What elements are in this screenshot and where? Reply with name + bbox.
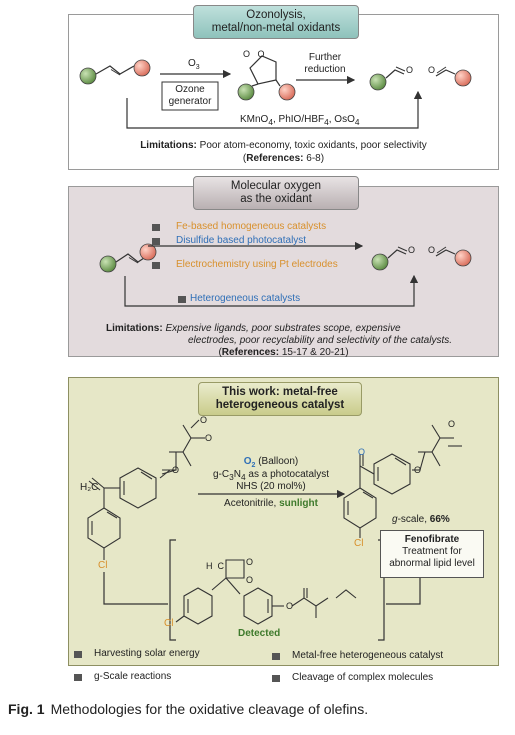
arrow-oxidants (126, 90, 423, 129)
feature-metal-free: Metal-free heterogeneous catalyst (292, 650, 444, 661)
panel-this-work (68, 377, 499, 666)
arrow-to-intermediate (103, 572, 168, 605)
product-ester-o: O (448, 419, 456, 429)
fenofibrate-box: Fenofibrate Treatment for abnormal lipid… (380, 530, 484, 578)
arrow-heterogeneous (124, 274, 419, 307)
ch2-label: H₂C (80, 482, 99, 493)
condition-o2: O2 (Balloon) (243, 456, 299, 469)
reagent-ozone: O3 (188, 58, 200, 71)
header-molecular-oxygen: Molecular oxygen as the oxidant (193, 176, 359, 210)
bullet-square (272, 675, 280, 682)
condition-catalyst: g-C3N4 as a photocatalyst (212, 469, 330, 482)
aldehyde-o-4: O (428, 245, 436, 255)
bullet-square (178, 296, 186, 303)
condition-nhs: NHS (20 mol%) (236, 481, 306, 492)
ozone-generator-box (161, 81, 219, 111)
aldehyde-o-3: O (408, 245, 416, 255)
aldehyde-o-1: O (406, 65, 414, 75)
detected-label: Detected (238, 628, 281, 639)
olefin-substrate-1 (79, 59, 151, 85)
further-reduction-label: Further reduction (304, 52, 346, 75)
method-disulfide: Disulfide based photocatalyst (176, 235, 307, 246)
bullet-square (152, 224, 160, 231)
panel-molecular-oxygen (68, 186, 499, 357)
reactant-ether-o: O (172, 465, 180, 475)
scale-yield: g-scale, 66% (392, 514, 450, 525)
intermediate-h-c: H C (206, 561, 225, 571)
intermediate-ether-o: O (286, 601, 294, 611)
bullet-square (152, 238, 160, 245)
ozonide-oxygens: O O (243, 49, 265, 59)
reactant-carbonyl-o: O (200, 415, 208, 425)
header-ozonolysis: Ozonolysis, metal/non-metal oxidants (193, 5, 359, 39)
method-electrochemistry: Electrochemistry using Pt electrodes (176, 259, 338, 270)
bullet-square (272, 653, 280, 660)
figure-caption: Fig. 1 Methodologies for the oxidative cl… (8, 701, 368, 717)
dioxetane-intermediate (175, 559, 357, 625)
aldehyde-products-2 (371, 246, 472, 271)
reactant-ester-o: O (205, 433, 213, 443)
header-this-work: This work: metal-free heterogeneous cata… (198, 382, 362, 416)
product-ether-o: O (414, 465, 422, 475)
aldehyde-products-1 (369, 66, 472, 91)
ozone-generator-label: Ozone generator (168, 84, 212, 107)
condition-solvent: Acetonitrile, sunlight (224, 498, 318, 509)
limitations-2-line2: electrodes, poor recyclability and selec… (188, 335, 453, 346)
references-2: (References: 15-17 & 20-21) (218, 347, 349, 358)
bullet-square (152, 262, 160, 269)
intermediate-o-top: O (246, 557, 254, 567)
reactant-cl: Cl (98, 560, 108, 571)
caption-text: Methodologies for the oxidative cleavage… (50, 701, 369, 717)
method-heterogeneous: Heterogeneous catalysts (190, 293, 301, 304)
bullet-square (74, 674, 82, 681)
aldehyde-o-2: O (428, 65, 436, 75)
caption-label: Fig. 1 (8, 701, 45, 717)
intermediate-cl: Cl (164, 618, 174, 629)
limitations-2-line1: Limitations: Expensive ligands, poor sub… (106, 323, 401, 334)
method-fe-catalysts: Fe-based homogeneous catalysts (176, 221, 327, 232)
oxidants-list: KMnO4, PhIO/HBF4, OsO4 (240, 114, 360, 127)
feature-gscale: g-Scale reactions (94, 671, 172, 682)
reactant-structure (87, 419, 205, 560)
references-1: (References: 6-8) (242, 153, 325, 164)
product-cl: Cl (354, 538, 364, 549)
product-structure (343, 424, 462, 538)
limitations-1: Limitations: Poor atom-economy, toxic ox… (140, 140, 427, 151)
feature-cleavage: Cleavage of complex molecules (292, 672, 434, 683)
intermediate-o-bottom: O (246, 575, 254, 585)
bullet-square (74, 651, 82, 658)
product-carbonyl-o: O (358, 447, 366, 457)
olefin-substrate-2 (99, 243, 157, 273)
feature-solar: Harvesting solar energy (94, 648, 200, 659)
ozonide-ring (237, 55, 296, 101)
